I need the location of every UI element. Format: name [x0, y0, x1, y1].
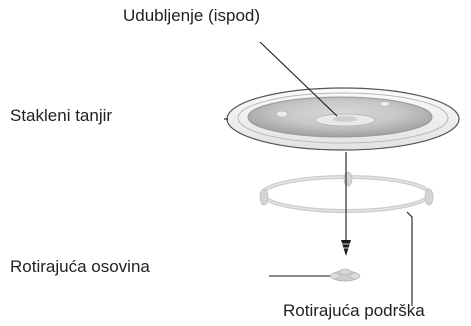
- glass-plate-label: Stakleni tanjir: [10, 106, 113, 125]
- rotating-shaft-label: Rotirajuća osovina: [10, 257, 150, 276]
- rotating-support-leader-line: [406, 211, 413, 306]
- indentation-label: Udubljenje (ispod): [123, 6, 261, 25]
- rotating-support-label: Rotirajuća podrška: [283, 301, 425, 320]
- indentation-leader-line: [259, 41, 338, 117]
- axis-arrow: [341, 152, 351, 256]
- rotating-shaft: [329, 268, 361, 282]
- glass-plate: [226, 87, 460, 151]
